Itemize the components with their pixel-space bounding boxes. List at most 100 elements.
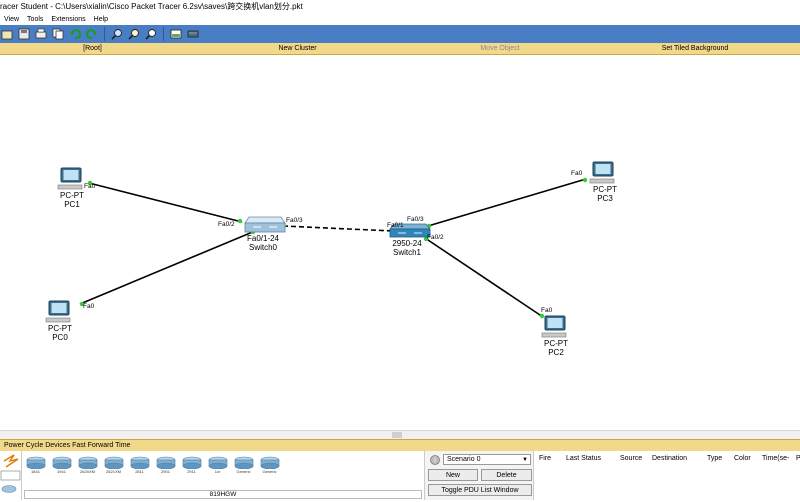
switch0-name: Switch0 [248, 243, 277, 252]
pc1-icon[interactable] [57, 167, 83, 190]
device-item-generic[interactable]: Generic [232, 456, 255, 478]
toggle-pdu-list-button[interactable]: Toggle PDU List Window [428, 484, 532, 496]
pc0-node-label: PC-PT PC0 [40, 324, 80, 342]
device-item-label: 1941 [57, 469, 66, 474]
link-pc0-switch0[interactable] [79, 230, 256, 305]
device-item-2911[interactable]: 2911 [180, 456, 203, 478]
device-item-label: Generic [262, 469, 277, 474]
menu-help[interactable]: Help [93, 16, 109, 23]
pdu-column-type[interactable]: Type [707, 455, 723, 462]
device-item-generic[interactable]: Generic [258, 456, 281, 478]
connections-category-icon[interactable] [3, 454, 19, 468]
link-status-dot [539, 313, 545, 319]
delete-scenario-button[interactable]: Delete [481, 469, 532, 481]
palette-icon[interactable] [169, 27, 183, 41]
redo-icon[interactable] [85, 27, 99, 41]
save-icon[interactable] [17, 27, 31, 41]
set-tiled-background-button[interactable]: Set Tiled Background [661, 45, 729, 52]
router-icon [182, 456, 201, 469]
toolbar-separator [163, 27, 164, 41]
scenario-selected-value: Scenario 0 [447, 456, 481, 463]
cloud-category-icon[interactable] [1, 485, 17, 493]
router-icon [234, 456, 253, 469]
link-status-dot [423, 236, 429, 242]
pdu-column-last-status[interactable]: Last Status [566, 455, 602, 462]
link-switch0-switch1[interactable] [282, 225, 394, 232]
pdu-column-fire[interactable]: Fire [539, 455, 552, 462]
zoom-out-icon[interactable] [144, 27, 158, 41]
open-icon[interactable] [0, 27, 14, 41]
device-item-label: 1cr [214, 469, 221, 474]
pc0-type: PC-PT [48, 324, 72, 333]
zoom-in-icon[interactable] [110, 27, 124, 41]
router-icon [156, 456, 175, 469]
logical-workspace[interactable]: PC-PT PC1 PC-PT PC0 PC-PT PC3 PC-PT PC2 … [0, 55, 800, 430]
print-icon[interactable] [34, 27, 48, 41]
pc2-type: PC-PT [544, 339, 568, 348]
undo-icon[interactable] [68, 27, 82, 41]
device-item-2901[interactable]: 2901 [154, 456, 177, 478]
pc3-node-label: PC-PT PC3 [585, 185, 625, 203]
device-item-2811[interactable]: 2811 [128, 456, 151, 478]
device-item-2620xm[interactable]: 2620XM [76, 456, 99, 478]
custom-device-icon[interactable] [186, 27, 200, 41]
device-item-label: Generic [236, 469, 251, 474]
copy-icon[interactable] [51, 27, 65, 41]
device-list: 1841 1941 2620XM 2621XM 2811 2901 2911 [24, 456, 281, 484]
port-label-pc1: Fa0 [84, 183, 96, 190]
switch1-icon[interactable] [389, 223, 431, 238]
pdu-column-periodic[interactable]: P [796, 455, 800, 462]
zoom-reset-icon[interactable] [127, 27, 141, 41]
switch0-icon[interactable] [244, 216, 286, 233]
pc3-name: PC3 [597, 194, 613, 203]
scrollbar-thumb[interactable] [392, 432, 402, 438]
menu-bar: View Tools Extensions Help [0, 14, 800, 25]
toolbar-separator [104, 27, 105, 41]
root-button[interactable]: [Root] [83, 45, 102, 52]
chevron-down-icon: ▼ [522, 457, 528, 463]
port-label-switch1-pc3: Fa0/3 [407, 216, 424, 223]
pc2-icon[interactable] [541, 315, 567, 338]
new-scenario-button[interactable]: New [428, 469, 478, 481]
router-icon [104, 456, 123, 469]
pc3-icon[interactable] [589, 161, 615, 184]
device-item-1cr[interactable]: 1cr [206, 456, 229, 478]
router-icon [52, 456, 71, 469]
link-status-dot [237, 218, 243, 224]
pdu-column-color[interactable]: Color [734, 455, 751, 462]
device-item-2621xm[interactable]: 2621XM [102, 456, 125, 478]
realtime-bar[interactable]: Power Cycle Devices Fast Forward Time [0, 439, 800, 451]
pdu-column-time[interactable]: Time(se- [762, 455, 790, 462]
menu-extensions[interactable]: Extensions [51, 16, 86, 23]
pc3-type: PC-PT [593, 185, 617, 194]
workspace-horizontal-scrollbar[interactable] [0, 430, 800, 439]
device-item-1941[interactable]: 1941 [50, 456, 73, 478]
move-object-button[interactable]: Move Object [480, 45, 520, 52]
pc0-icon[interactable] [45, 300, 71, 323]
link-pc1-switch0[interactable] [88, 182, 243, 223]
workspace-nav-bar: [Root] New Cluster Move Object Set Tiled… [0, 43, 800, 55]
link-switch1-pc3[interactable] [427, 178, 587, 227]
port-label-switch0-pc1: Fa0/2 [218, 221, 235, 228]
menu-view[interactable]: View [4, 16, 20, 23]
pdu-column-source[interactable]: Source [620, 455, 643, 462]
switch1-model: 2950-24 [392, 239, 422, 248]
link-status-dot [79, 301, 85, 307]
link-switch1-pc2[interactable] [424, 237, 544, 318]
pdu-column-destination[interactable]: Destination [652, 455, 688, 462]
scenario-select[interactable]: Scenario 0 ▼ [443, 454, 531, 465]
port-label-switch0-switch1: Fa0/3 [286, 217, 303, 224]
category-selection-box[interactable] [0, 470, 21, 481]
router-icon [208, 456, 227, 469]
device-item-1841[interactable]: 1841 [24, 456, 47, 478]
device-item-label: 2901 [161, 469, 170, 474]
port-label-pc2: Fa0 [541, 307, 553, 314]
new-cluster-button[interactable]: New Cluster [278, 45, 317, 52]
link-status-dot [87, 180, 93, 186]
svg-text:i: i [434, 458, 436, 465]
device-caption: 819HGW [24, 490, 422, 499]
menu-tools[interactable]: Tools [27, 16, 44, 23]
info-icon[interactable]: i [429, 454, 441, 466]
device-item-label: 2911 [187, 469, 196, 474]
port-label-pc3: Fa0 [571, 170, 583, 177]
